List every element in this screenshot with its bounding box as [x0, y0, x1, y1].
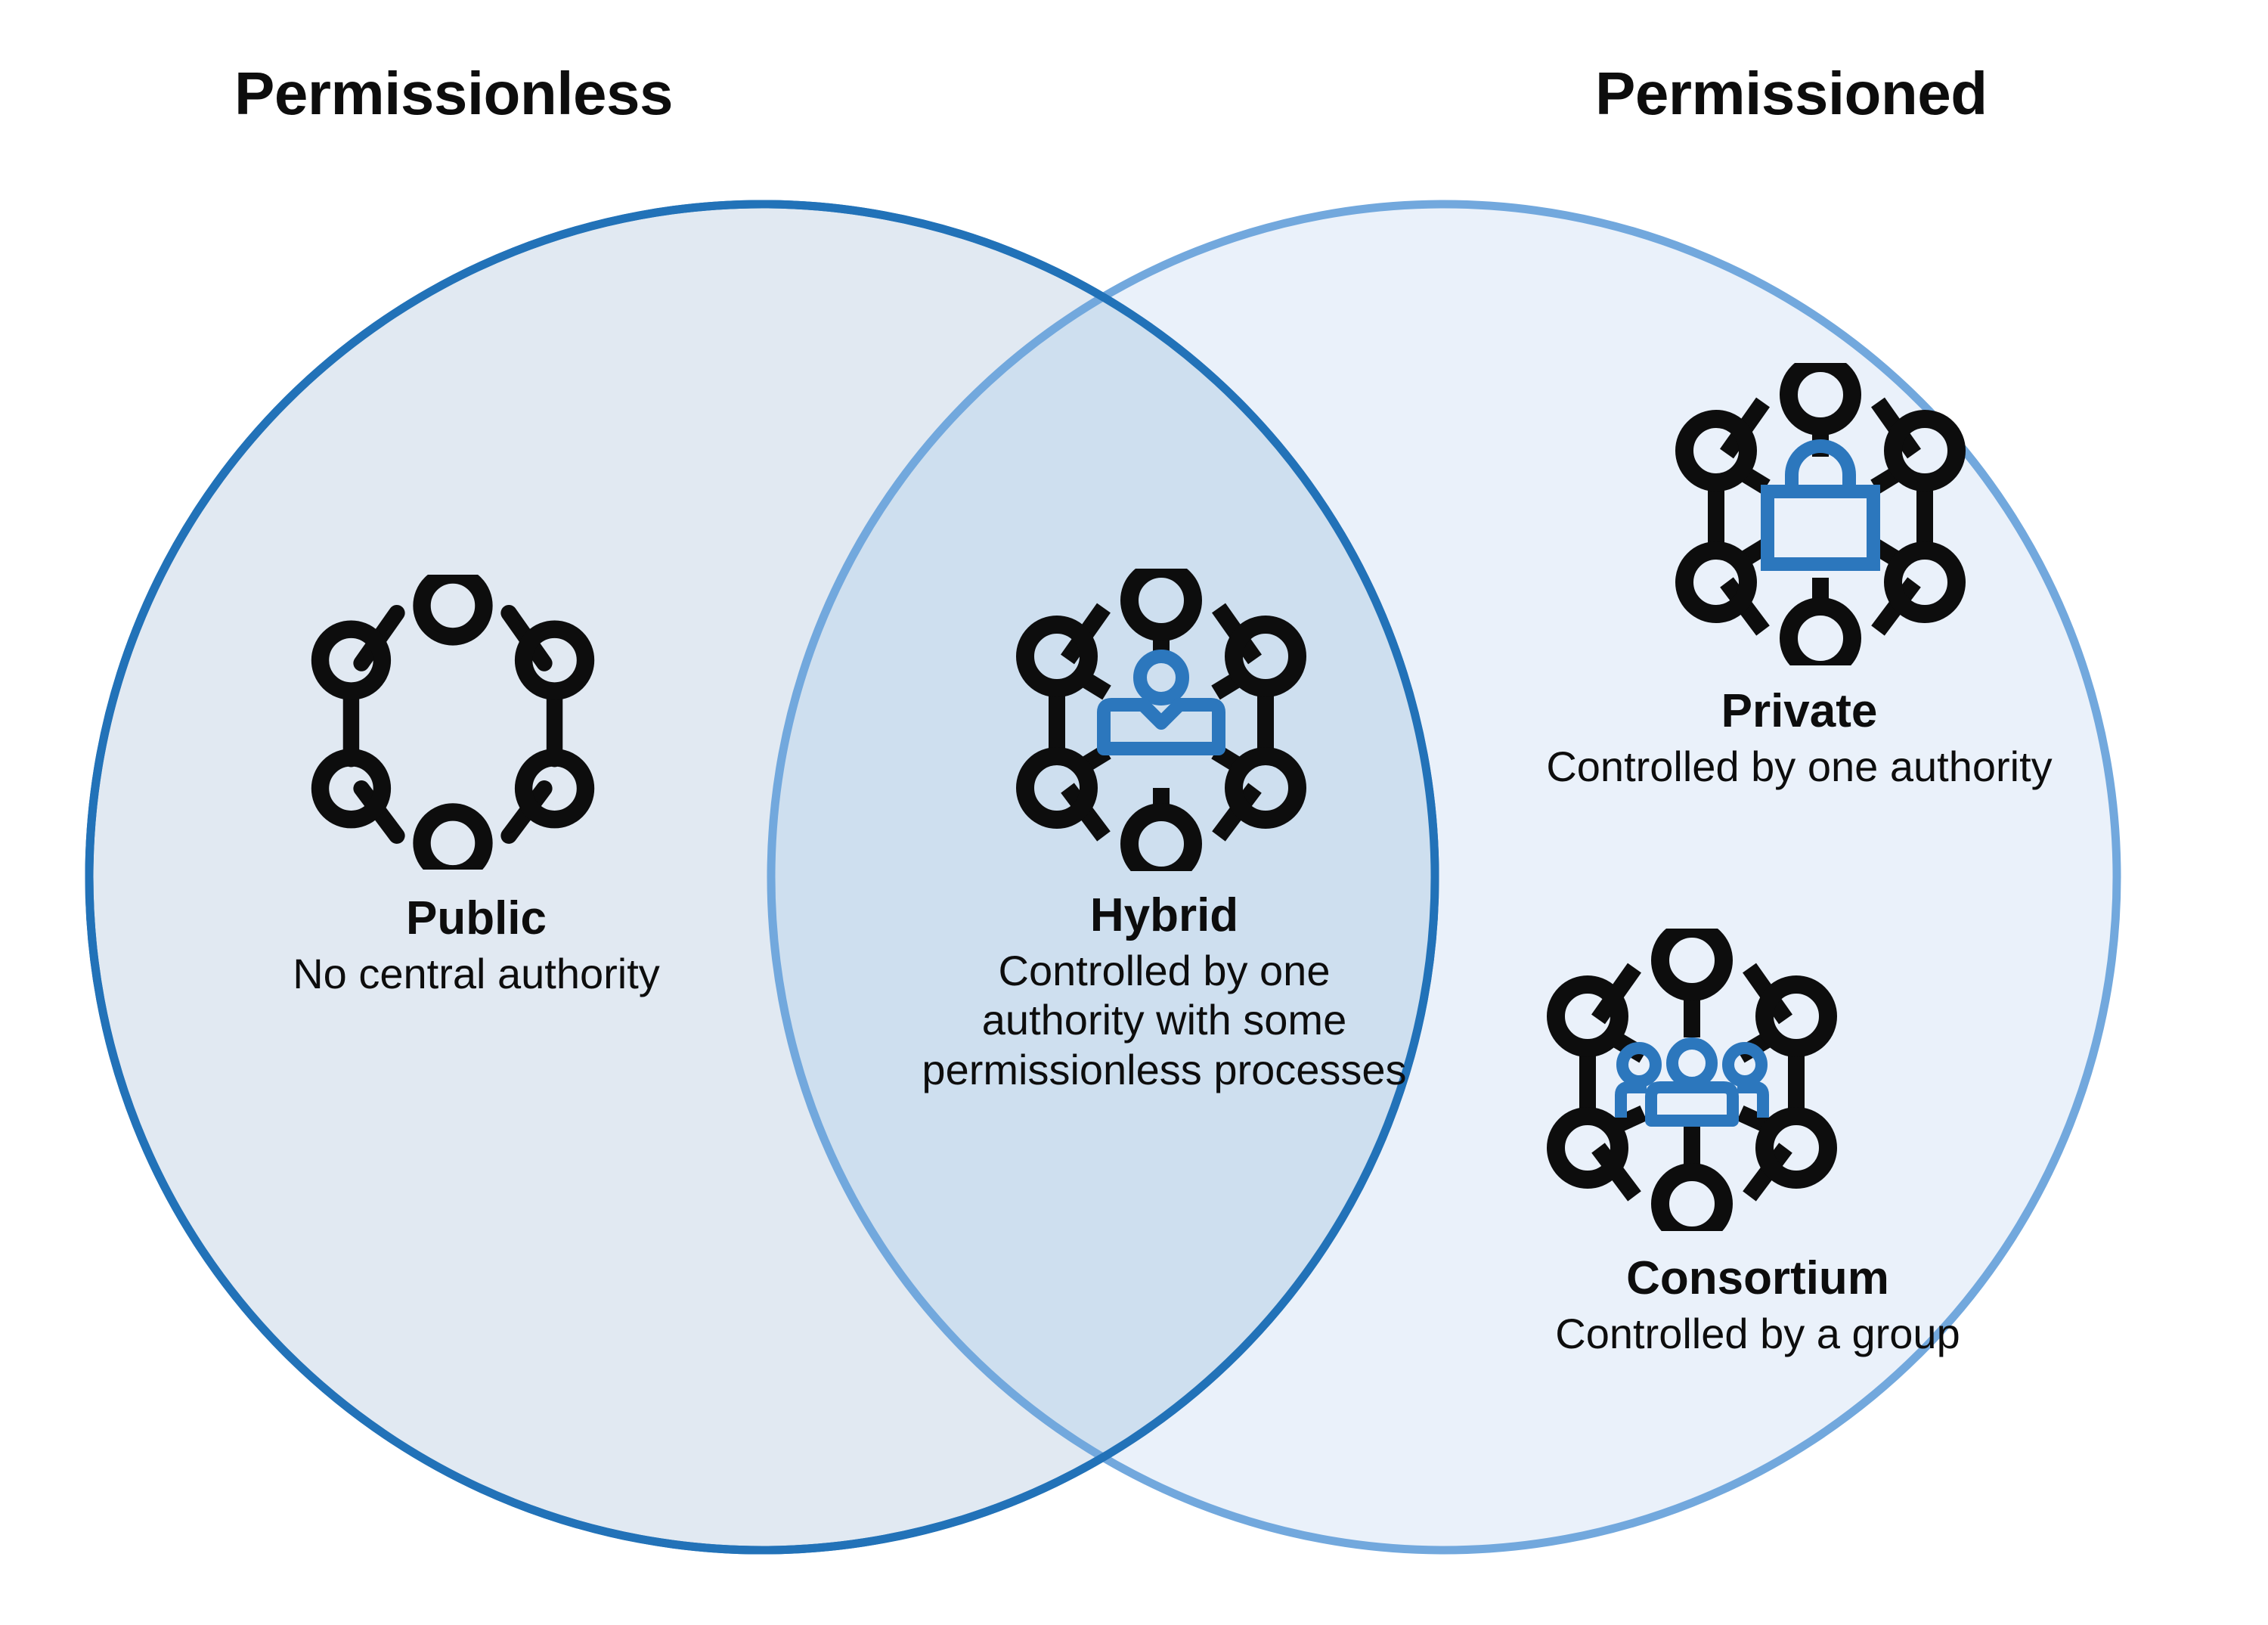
venn-circle-permissionless-outline — [85, 200, 1439, 1555]
hexagon-network-group-icon — [1541, 929, 1843, 1231]
hexagon-network-lock-icon — [1669, 363, 1972, 665]
label-desc-public: No central authority — [293, 949, 660, 997]
label-title-consortium: Consortium — [1626, 1252, 1889, 1304]
hexagon-network-icon — [305, 575, 600, 870]
label-desc-private: Controlled by one authority — [1546, 742, 2053, 790]
label-title-private: Private — [1721, 685, 1878, 737]
heading-permissionless: Permissionless — [234, 60, 674, 127]
label-title-public: Public — [405, 892, 547, 944]
hexagon-network-person-icon — [1010, 569, 1312, 871]
label-block-hybrid: Hybrid Controlled by one authority with … — [919, 889, 1410, 1095]
label-title-hybrid: Hybrid — [1089, 889, 1239, 941]
heading-permissioned: Permissioned — [1595, 60, 1988, 127]
label-block-private: Private Controlled by one authority — [1459, 685, 2139, 791]
venn-overlap-region — [767, 204, 1435, 1550]
label-desc-hybrid: Controlled by one authority with some pe… — [922, 946, 1407, 1093]
label-block-public: Public No central authority — [151, 892, 801, 998]
label-desc-consortium: Controlled by a group — [1555, 1309, 1960, 1357]
label-block-consortium: Consortium Controlled by a group — [1418, 1252, 2098, 1358]
